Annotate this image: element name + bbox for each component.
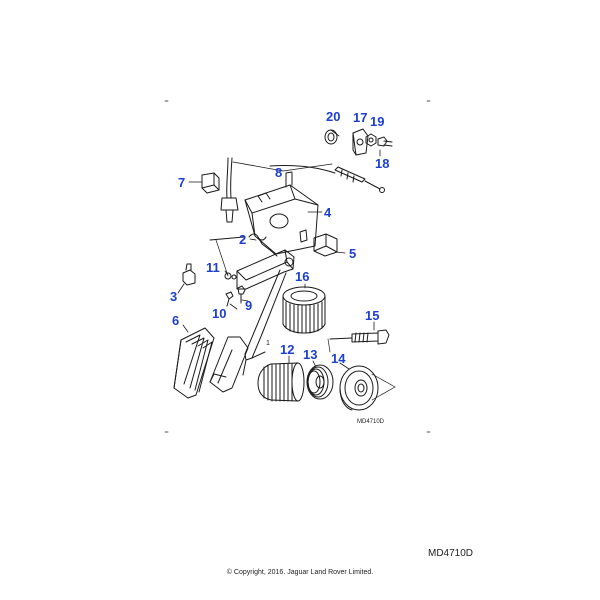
callout-19[interactable]: 19: [370, 114, 385, 129]
part-2-return-spring: [209, 233, 278, 257]
callout-9[interactable]: 9: [245, 298, 253, 313]
callout-12[interactable]: 12: [280, 342, 295, 357]
callout-7[interactable]: 7: [178, 175, 186, 190]
reference-code: MD4710D: [428, 548, 474, 559]
part-9-bolt: [237, 285, 246, 304]
drawing-frame-marks: [164, 100, 431, 433]
callout-2[interactable]: 2: [239, 232, 247, 247]
part-1-pedal-lever: [209, 249, 295, 393]
part-18-bolt: [377, 136, 393, 147]
callout-16[interactable]: 16: [295, 269, 310, 284]
part-6-pedal-rubber: [173, 327, 215, 399]
callout-5[interactable]: 5: [349, 246, 357, 261]
callout-20[interactable]: 20: [326, 109, 341, 124]
part-8-cable: [226, 157, 385, 199]
part-7-bush: [201, 172, 220, 194]
part-5-bump-stop: [313, 233, 338, 257]
part-16-bush: [282, 286, 326, 334]
part-14-disc: [339, 365, 379, 411]
callout-6[interactable]: 6: [172, 313, 180, 328]
part-11-clip: [224, 272, 237, 280]
callout-leader-lines: [177, 129, 381, 370]
copyright-notice: © Copyright, 2016. Jaguar Land Rover Lim…: [226, 569, 374, 576]
callout-13[interactable]: 13: [303, 347, 318, 362]
part-17-bracket: [352, 128, 369, 156]
part-3-switch: [182, 263, 196, 286]
part-13-spring: [306, 364, 334, 400]
callout-1[interactable]: 1: [266, 340, 270, 347]
drawing-code-label: MD4710D: [357, 419, 385, 425]
part-10-pin: [225, 291, 234, 307]
part-4-pedal-box: [244, 171, 319, 255]
part-12-sleeve: [257, 362, 305, 402]
cable-grommet: [220, 197, 239, 223]
assembly-guide-lines: [215, 239, 396, 401]
callout-8[interactable]: 8: [275, 165, 283, 180]
callout-15[interactable]: 15: [365, 308, 380, 323]
callout-17[interactable]: 17: [353, 110, 368, 125]
callout-11[interactable]: 11: [206, 260, 220, 275]
callout-10[interactable]: 10: [212, 306, 227, 321]
callout-14[interactable]: 14: [331, 351, 346, 366]
callout-18[interactable]: 18: [375, 156, 390, 171]
part-20-washer: [324, 129, 338, 145]
part-19-nut: [365, 133, 377, 147]
callout-4[interactable]: 4: [324, 205, 332, 220]
part-15-pivot-bolt: [329, 329, 390, 345]
callout-3[interactable]: 3: [170, 289, 178, 304]
